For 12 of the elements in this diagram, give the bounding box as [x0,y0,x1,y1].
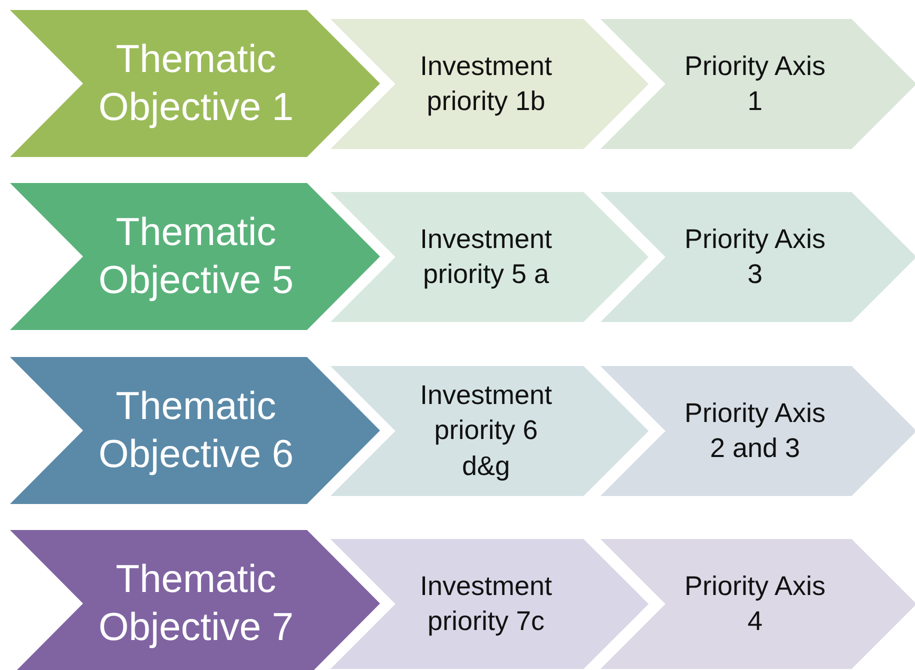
chevron-label: Thematic Objective 7 [97,556,295,650]
chevron-label: Priority Axis 2 and 3 [683,396,827,465]
chevron-label: Investment priority 1b [418,50,554,118]
chevron-label: Investment priority 7c [418,570,554,638]
chevron-label: Thematic Objective 5 [97,210,295,304]
chevron-label: Thematic Objective 1 [97,36,295,130]
chevron-label: Investment priority 5 a [418,222,554,291]
chevron-label: Priority Axis 1 [683,50,827,118]
chevron-label: Investment priority 6 d&g [418,379,554,483]
chevron-label: Thematic Objective 6 [97,384,295,478]
chevron-label: Priority Axis 4 [683,570,827,638]
chevron-label: Priority Axis 3 [683,222,827,291]
